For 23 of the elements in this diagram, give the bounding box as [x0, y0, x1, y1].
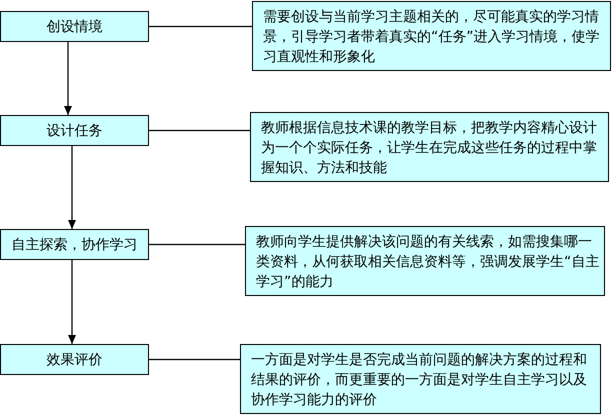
arrow [68, 146, 76, 229]
description-box [252, 1, 611, 71]
connector-line [149, 358, 240, 360]
step-label: 创设情境 [46, 18, 102, 36]
process-box [0, 344, 149, 375]
process-box [0, 115, 149, 146]
step-label: 自主探索，协作学习 [12, 236, 138, 254]
arrow [68, 260, 76, 344]
description-text: 教师根据信息技术课的教学目标，把教学内容精心设计为一个个实际任务，让学生在完成这些任务的过程中掌握知识、方法和技能 [261, 119, 598, 178]
connector-line [149, 26, 252, 28]
description-text: 教师向学生提供解决该问题的有关线索，如需搜集哪一类资料，从何获取相关信息资料等，强调发展学生“自主学习”的能力 [256, 233, 600, 292]
description-box [240, 344, 601, 414]
arrow [64, 42, 72, 115]
description-text: 需要创设与当前学习主题相关的，尽可能真实的学习情景，引导学习者带着真实的“任务”进入学习情境，使学习直观性和形象化 [263, 8, 601, 67]
process-box [0, 11, 149, 42]
connector-line [149, 130, 250, 132]
description-box [245, 226, 605, 296]
step-label: 设计任务 [46, 122, 102, 140]
step-label: 效果评价 [46, 350, 102, 368]
description-box [250, 112, 609, 182]
description-text: 一方面是对学生是否完成当前问题的解决方案的过程和结果的评价，而更重要的一方面是对学生自主学习以及协作学习能力的评价 [251, 351, 588, 410]
connector-line [149, 244, 245, 246]
process-box [0, 229, 149, 260]
